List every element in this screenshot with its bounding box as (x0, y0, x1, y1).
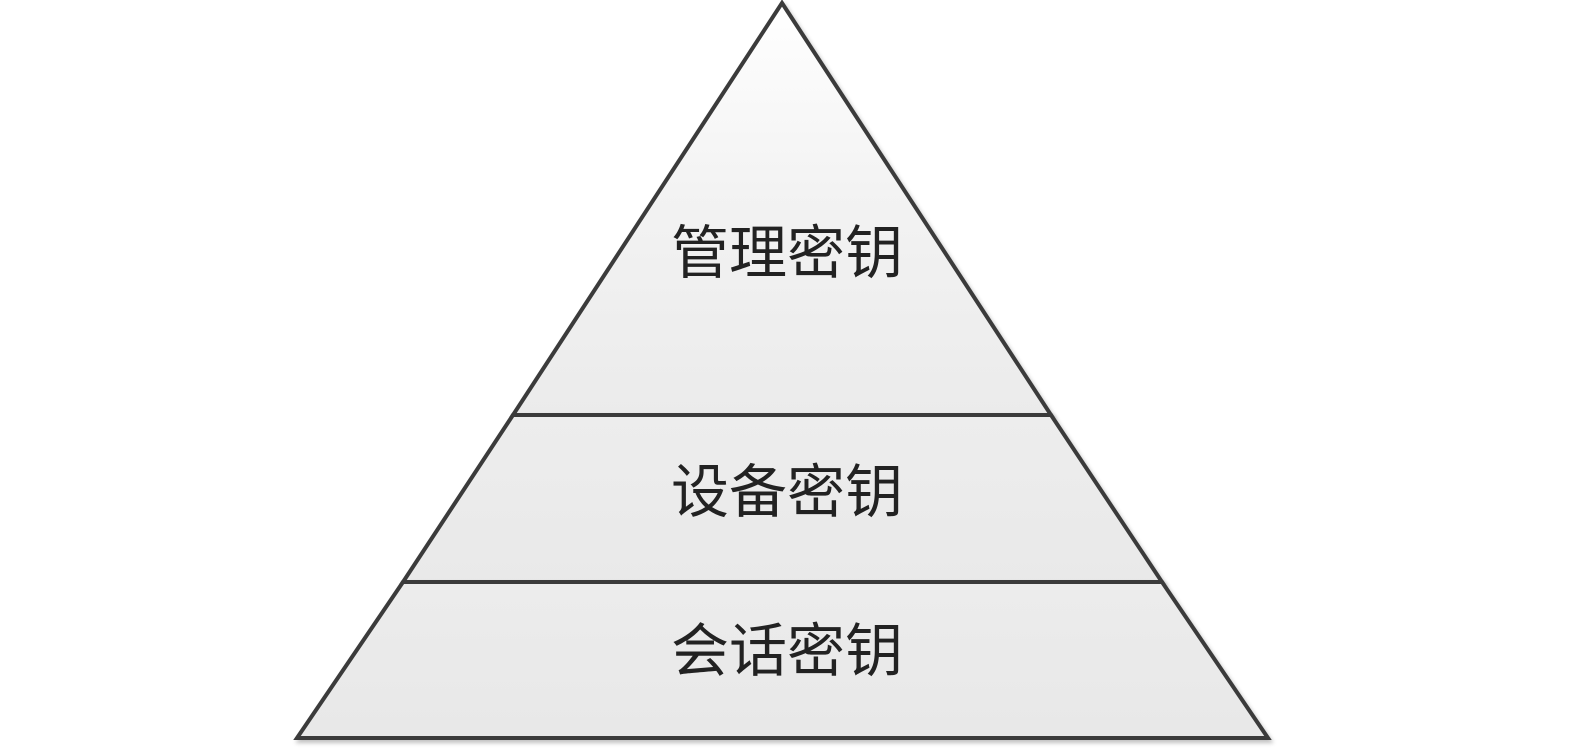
pyramid-tier-bottom (293, 580, 1272, 740)
pyramid-tier-top (509, 0, 1055, 417)
tier-label-bottom: 会话密钥 (671, 617, 903, 685)
tier-label-top: 管理密钥 (671, 219, 903, 287)
tier-label-middle: 设备密钥 (671, 458, 903, 526)
